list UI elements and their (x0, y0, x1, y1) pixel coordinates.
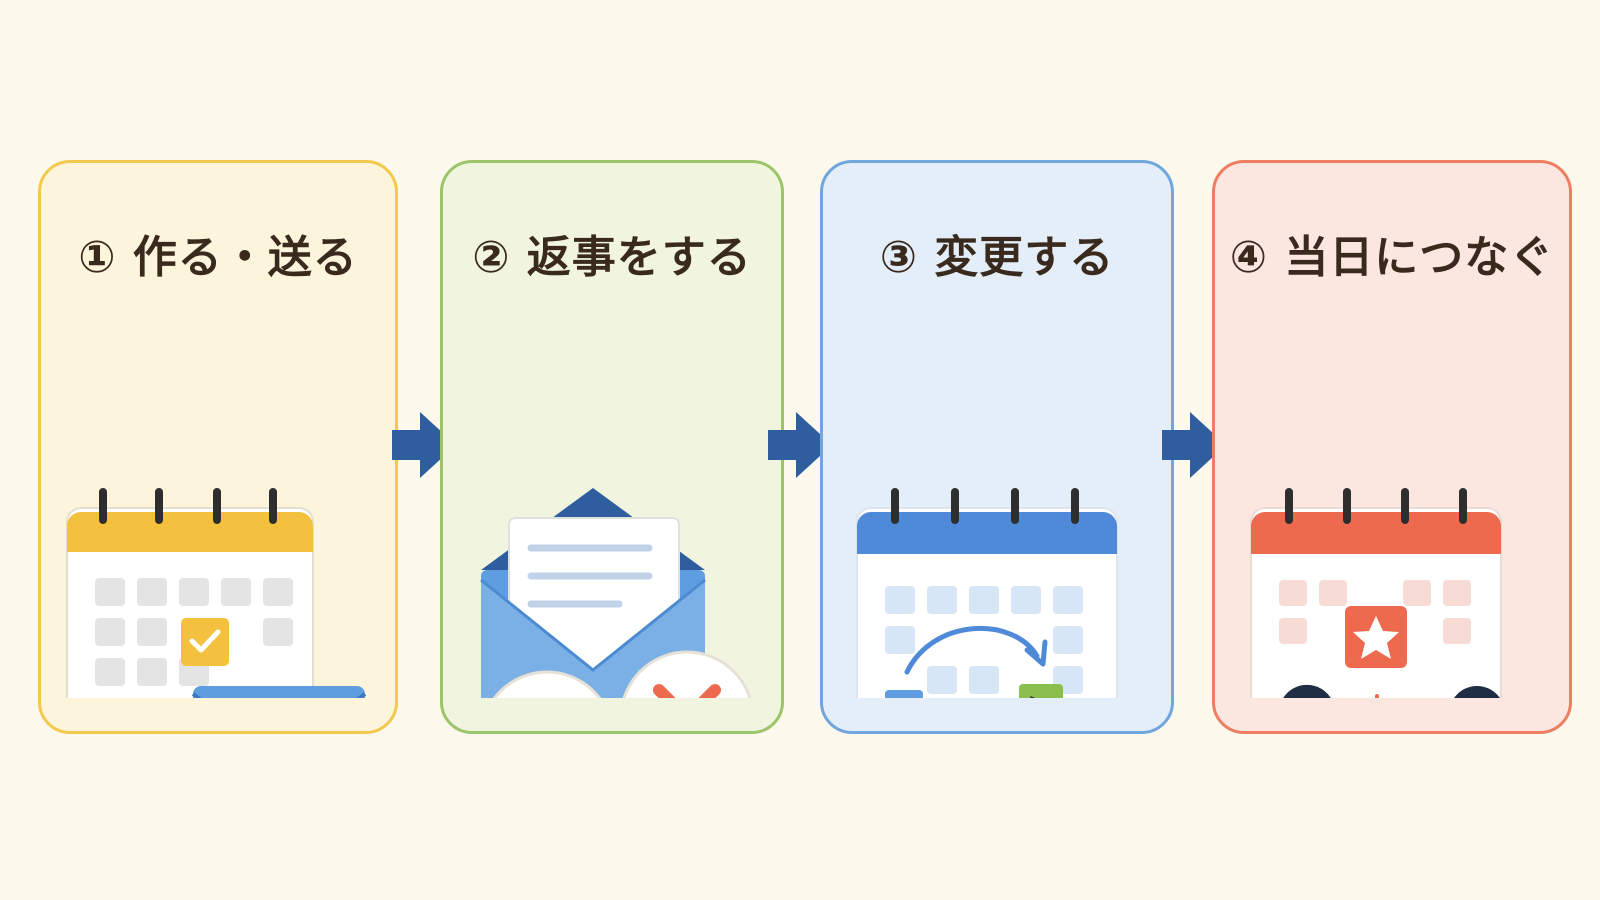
arrow-2 (768, 412, 832, 478)
step-4-title: ④ 当日につなぐ (1229, 232, 1555, 283)
step-4-illustration (1250, 488, 1502, 698)
step-2-panel: ② 返事をする (440, 160, 784, 734)
person-icon (1283, 684, 1331, 698)
step-3-title: ③ 変更する (879, 232, 1115, 283)
check-bubble-icon (492, 670, 602, 698)
step-2-illustration (480, 488, 752, 698)
calendar-icon (66, 488, 314, 698)
arrow-3 (1162, 412, 1226, 478)
calendar-icon (1250, 488, 1502, 698)
calendar-icon (856, 488, 1118, 698)
step-4-panel: ④ 当日につなぐ (1212, 160, 1572, 734)
step-1-illustration (66, 488, 367, 698)
person-icon (1454, 686, 1500, 698)
star-icon (1345, 606, 1407, 668)
step-2-title: ② 返事をする (472, 232, 752, 283)
checkbox-icon (181, 618, 229, 666)
step-1-panel: ① 作る・送る (38, 160, 398, 734)
envelope-icon (191, 686, 367, 698)
arrow-1 (392, 412, 456, 478)
step-3-panel: ③ 変更する (820, 160, 1174, 734)
reschedule-arrow-icon (904, 626, 1040, 675)
step-3-illustration (856, 488, 1118, 698)
cross-bubble-icon (622, 650, 752, 698)
step-1-title: ① 作る・送る (78, 232, 358, 283)
